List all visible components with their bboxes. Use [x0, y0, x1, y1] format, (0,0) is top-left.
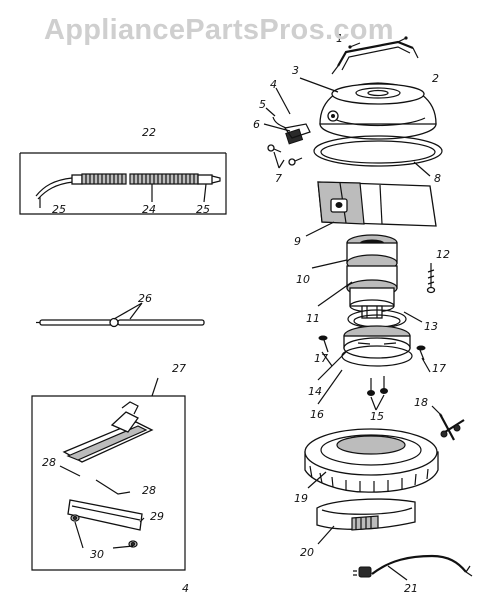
callout-5: 5 [259, 98, 266, 111]
callout-8: 8 [434, 172, 441, 185]
callout-17-right: 17 [432, 362, 446, 375]
wands-part [36, 317, 205, 328]
callout-21: 21 [404, 582, 418, 595]
callout-14: 14 [308, 385, 322, 398]
leader-lines [39, 77, 443, 581]
watermark: AppliancePartsPros.com [44, 14, 394, 46]
clip-part [439, 413, 465, 441]
handle-part [331, 36, 419, 75]
power-cord-part [353, 554, 473, 578]
switch-part [267, 116, 311, 166]
callout-13: 13 [424, 320, 438, 333]
callout-7: 7 [275, 172, 282, 185]
callout-30: 30 [90, 548, 104, 561]
callout-25-left: 25 [52, 203, 66, 216]
callout-6: 6 [253, 118, 260, 131]
callout-10: 10 [296, 273, 310, 286]
callout-25-right: 25 [196, 203, 210, 216]
hose-part [19, 152, 227, 215]
screw-parts [318, 263, 436, 396]
callout-26: 26 [138, 292, 152, 305]
callout-16: 16 [310, 408, 324, 421]
callout-17-left: 17 [314, 352, 328, 365]
callout-27: 27 [172, 362, 186, 375]
callout-1: 1 [336, 32, 343, 45]
callout-29: 29 [150, 510, 164, 523]
footer-mark: 4 [182, 582, 189, 595]
band-clamp-part [316, 498, 416, 531]
callout-22: 22 [142, 126, 156, 139]
callout-24: 24 [142, 203, 156, 216]
callout-15: 15 [370, 410, 384, 423]
callout-18: 18 [414, 396, 428, 409]
callout-2: 2 [432, 72, 439, 85]
motor-band-part [317, 181, 437, 227]
callout-11: 11 [306, 312, 320, 325]
callout-28-left: 28 [42, 456, 56, 469]
callout-28-right: 28 [142, 484, 156, 497]
callout-3: 3 [292, 64, 299, 77]
motor-stack-part [346, 234, 398, 319]
callout-labels: 1 2 3 4 5 6 7 8 9 10 11 12 13 14 15 16 1… [42, 32, 450, 595]
callout-9: 9 [294, 235, 301, 248]
callout-12: 12 [436, 248, 450, 261]
motor-cover-part [319, 82, 437, 140]
floor-tool-box [31, 395, 186, 571]
callout-4: 4 [270, 78, 277, 91]
impeller-part [341, 309, 413, 367]
callout-19: 19 [294, 492, 308, 505]
callout-20: 20 [300, 546, 314, 559]
gasket-part [313, 135, 443, 167]
housing-part [304, 428, 439, 493]
